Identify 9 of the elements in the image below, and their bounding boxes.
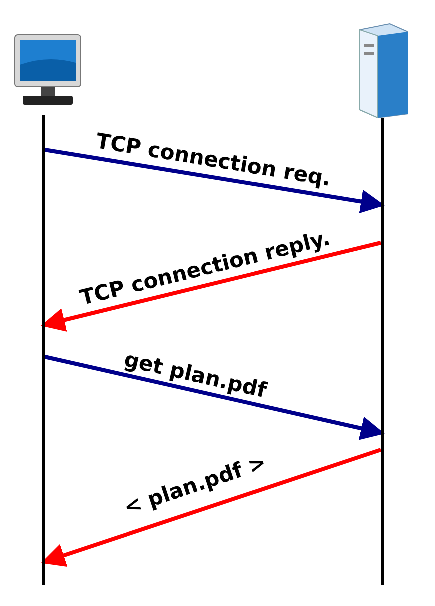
- lifeline: [42, 115, 45, 585]
- edge-label: TCP connection req.: [94, 128, 332, 192]
- arrow: [41, 241, 382, 332]
- arrow: [44, 355, 385, 440]
- arrow: [41, 448, 382, 568]
- edge-label: get plan.pdf: [122, 347, 269, 403]
- lifeline: [381, 118, 384, 585]
- arrow: [44, 148, 385, 214]
- picture: [13, 33, 83, 107]
